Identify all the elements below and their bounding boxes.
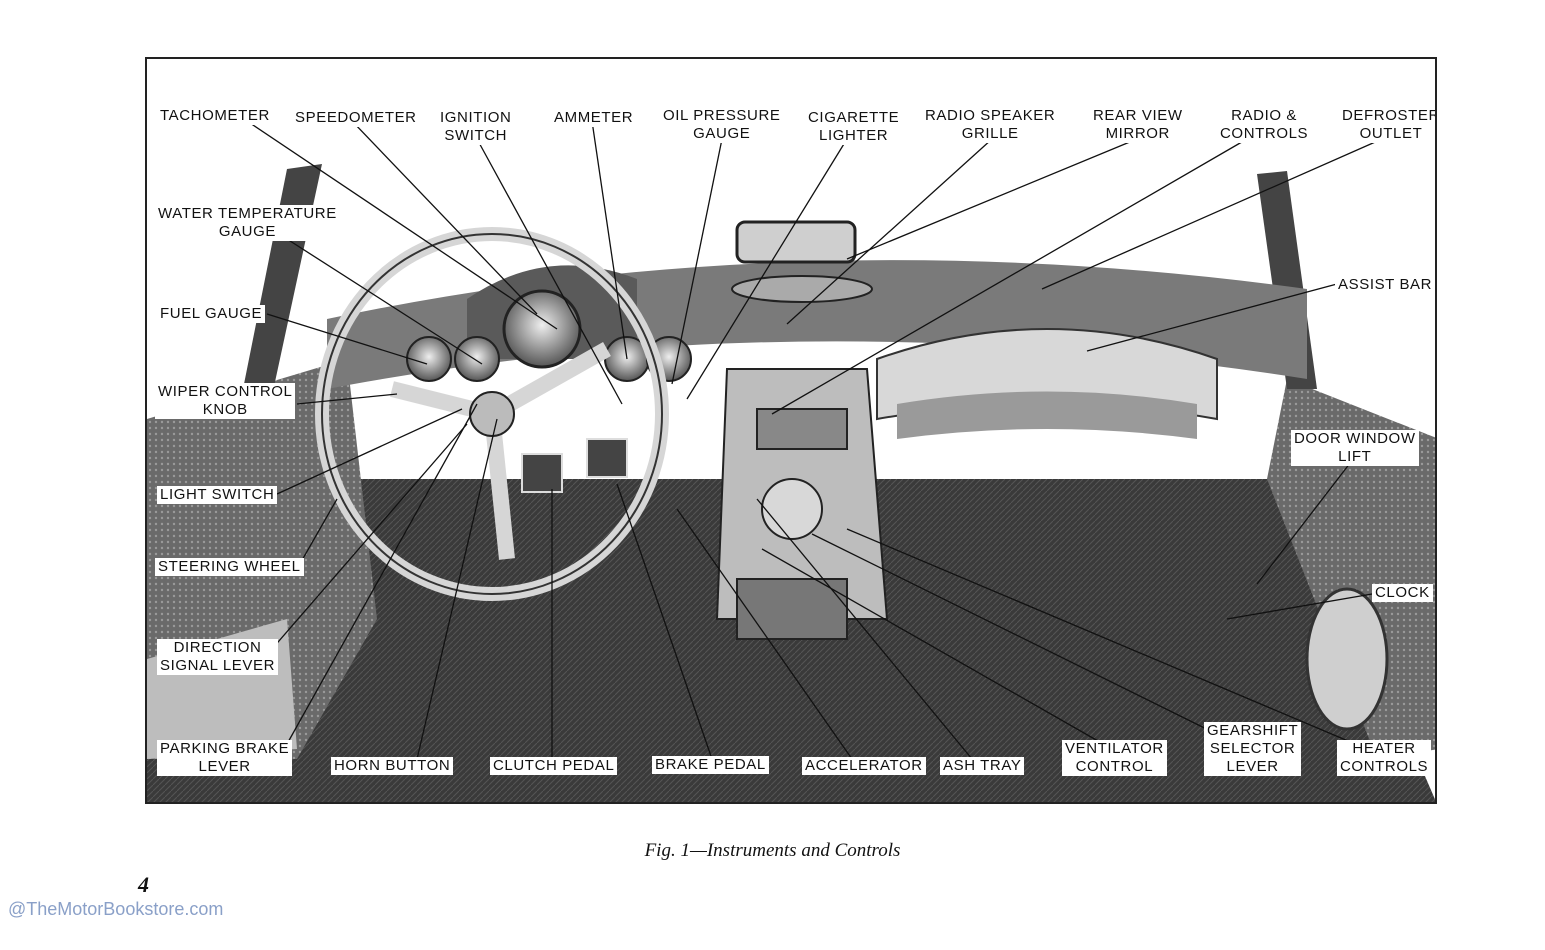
label-oil-pressure-gauge-line1: OIL PRESSURE xyxy=(663,107,781,124)
label-water-temperature-gauge-line1: WATER TEMPERATURE xyxy=(158,205,337,222)
label-brake-pedal: BRAKE PEDAL xyxy=(652,756,769,774)
label-radio-controls: RADIO & CONTROLS xyxy=(1217,107,1312,143)
label-speedometer: SPEEDOMETER xyxy=(292,109,420,127)
label-ammeter: AMMETER xyxy=(551,109,637,127)
label-wiper-control-knob: WIPER CONTROL KNOB xyxy=(155,383,296,419)
label-tachometer: TACHOMETER xyxy=(157,107,273,125)
label-ventilator-control-line2: CONTROL xyxy=(1075,758,1154,775)
label-steering-wheel: STEERING WHEEL xyxy=(155,558,304,576)
label-radio-speaker-grille-line1: RADIO SPEAKER xyxy=(925,107,1056,124)
label-ammeter-text: AMMETER xyxy=(554,109,634,126)
label-horn-button-text: HORN BUTTON xyxy=(334,757,451,774)
label-door-window-lift-line2: LIFT xyxy=(1338,448,1372,465)
label-light-switch: LIGHT SWITCH xyxy=(157,486,278,504)
label-accelerator-text: ACCELERATOR xyxy=(805,757,923,774)
label-radio-controls-line2: CONTROLS xyxy=(1220,125,1309,142)
figure-caption: Fig. 1—Instruments and Controls xyxy=(644,840,901,861)
label-gearshift-selector-lever-line2: SELECTOR xyxy=(1209,740,1296,757)
label-door-window-lift-line1: DOOR WINDOW xyxy=(1294,430,1416,447)
label-parking-brake-lever-line1: PARKING BRAKE xyxy=(160,740,290,757)
label-water-temperature-gauge: WATER TEMPERATURE GAUGE xyxy=(155,205,340,241)
label-water-temperature-gauge-line2: GAUGE xyxy=(218,223,276,240)
label-wiper-control-knob-line2: KNOB xyxy=(202,401,248,418)
label-clock-text: CLOCK xyxy=(1375,584,1430,601)
label-clock: CLOCK xyxy=(1372,584,1433,602)
label-cigarette-lighter-line2: LIGHTER xyxy=(819,127,889,144)
label-steering-wheel-text: STEERING WHEEL xyxy=(158,558,301,575)
label-oil-pressure-gauge: OIL PRESSURE GAUGE xyxy=(660,107,784,143)
page-number: 4 xyxy=(138,872,149,897)
label-rear-view-mirror-line2: MIRROR xyxy=(1105,125,1170,142)
label-parking-brake-lever-line2: LEVER xyxy=(198,758,251,775)
label-tachometer-text: TACHOMETER xyxy=(160,107,270,124)
label-assist-bar: ASSIST BAR xyxy=(1335,276,1435,294)
label-door-window-lift: DOOR WINDOW LIFT xyxy=(1291,430,1419,466)
label-rear-view-mirror: REAR VIEW MIRROR xyxy=(1090,107,1186,143)
label-cigarette-lighter-line1: CIGARETTE xyxy=(808,109,900,126)
label-ash-tray-text: ASH TRAY xyxy=(943,757,1022,774)
label-fuel-gauge-text: FUEL GAUGE xyxy=(160,305,263,322)
label-speedometer-text: SPEEDOMETER xyxy=(295,109,417,126)
label-cigarette-lighter: CIGARETTE LIGHTER xyxy=(805,109,903,145)
label-ash-tray: ASH TRAY xyxy=(940,757,1025,775)
label-heater-controls: HEATER CONTROLS xyxy=(1337,740,1432,776)
label-heater-controls-line2: CONTROLS xyxy=(1340,758,1429,775)
label-clutch-pedal: CLUTCH PEDAL xyxy=(490,757,618,775)
label-ignition-switch-line2: SWITCH xyxy=(444,127,508,144)
label-defroster-outlet-line1: DEFROSTER xyxy=(1342,107,1437,124)
label-direction-signal-lever-line2: SIGNAL LEVER xyxy=(160,657,276,674)
label-ignition-switch: IGNITION SWITCH xyxy=(437,109,515,145)
label-clutch-pedal-text: CLUTCH PEDAL xyxy=(493,757,615,774)
label-radio-controls-line1: RADIO & xyxy=(1231,107,1298,124)
label-horn-button: HORN BUTTON xyxy=(331,757,454,775)
label-accelerator: ACCELERATOR xyxy=(802,757,926,775)
watermark: @TheMotorBookstore.com xyxy=(8,899,224,919)
label-fuel-gauge: FUEL GAUGE xyxy=(157,305,266,323)
dashboard-photo xyxy=(147,120,1435,802)
label-defroster-outlet-line2: OUTLET xyxy=(1359,125,1423,142)
label-ignition-switch-line1: IGNITION xyxy=(440,109,512,126)
label-defroster-outlet: DEFROSTER OUTLET xyxy=(1339,107,1437,143)
label-rear-view-mirror-line1: REAR VIEW xyxy=(1093,107,1183,124)
label-ventilator-control-line1: VENTILATOR xyxy=(1065,740,1164,757)
label-wiper-control-knob-line1: WIPER CONTROL xyxy=(158,383,293,400)
label-direction-signal-lever-line1: DIRECTION xyxy=(173,639,262,656)
label-gearshift-selector-lever-line1: GEARSHIFT xyxy=(1207,722,1299,739)
label-ventilator-control: VENTILATOR CONTROL xyxy=(1062,740,1167,776)
label-assist-bar-text: ASSIST BAR xyxy=(1338,276,1433,293)
label-radio-speaker-grille-line2: GRILLE xyxy=(961,125,1019,142)
label-parking-brake-lever: PARKING BRAKE LEVER xyxy=(157,740,293,776)
label-brake-pedal-text: BRAKE PEDAL xyxy=(655,756,766,773)
figure-frame: TACHOMETER SPEEDOMETER IGNITION SWITCH A… xyxy=(145,57,1437,804)
label-oil-pressure-gauge-line2: GAUGE xyxy=(693,125,751,142)
label-heater-controls-line1: HEATER xyxy=(1352,740,1416,757)
label-direction-signal-lever: DIRECTION SIGNAL LEVER xyxy=(157,639,279,675)
label-radio-speaker-grille: RADIO SPEAKER GRILLE xyxy=(922,107,1059,143)
label-light-switch-text: LIGHT SWITCH xyxy=(160,486,275,503)
label-gearshift-selector-lever-line3: LEVER xyxy=(1226,758,1279,775)
label-gearshift-selector-lever: GEARSHIFT SELECTOR LEVER xyxy=(1204,722,1302,776)
